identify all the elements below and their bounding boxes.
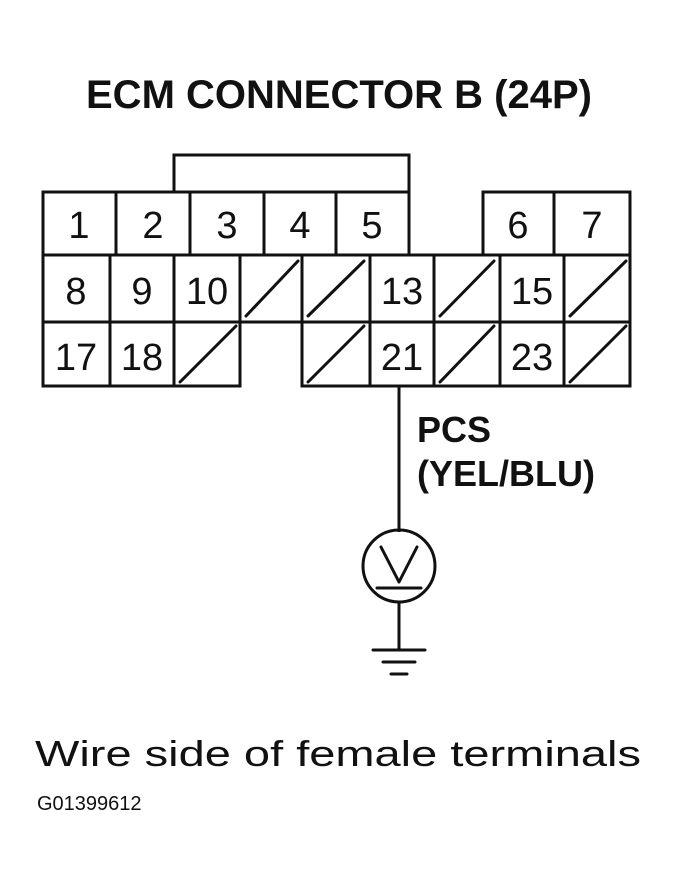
- wire-color-label: (YEL/BLU): [417, 453, 595, 494]
- empty-cavity-14: [438, 259, 496, 318]
- pin-23: 23: [511, 337, 553, 379]
- pin-13: 13: [381, 271, 423, 313]
- empty-cavity-12: [306, 259, 366, 318]
- empty-cavity-24: [568, 324, 628, 384]
- pin-21: 21: [381, 337, 423, 379]
- pin-2: 2: [142, 205, 163, 247]
- pin-10: 10: [186, 271, 228, 313]
- figure-code: G01399612: [37, 793, 142, 815]
- wire-signal-label: PCS: [417, 409, 491, 450]
- pin-9: 9: [131, 271, 152, 313]
- empty-cavity-16: [568, 259, 628, 318]
- empty-cavity-19: [178, 324, 238, 384]
- pin-17: 17: [55, 337, 97, 379]
- connector-body: [41, 153, 632, 388]
- pin-6: 6: [507, 205, 528, 247]
- pin-3: 3: [216, 205, 237, 247]
- caption: Wire side of female terminals: [35, 733, 641, 774]
- empty-cavity-11: [244, 259, 300, 318]
- pin-1: 1: [68, 205, 89, 247]
- pin-15: 15: [511, 271, 553, 313]
- ground-icon: [371, 648, 427, 676]
- pin-4: 4: [289, 205, 310, 247]
- pin-5: 5: [361, 205, 382, 247]
- empty-cavity-20: [306, 324, 366, 384]
- diagram-title: ECM CONNECTOR B (24P): [86, 73, 592, 117]
- empty-cavity-22: [438, 324, 496, 384]
- empty-cavities: [178, 259, 628, 384]
- pin-8: 8: [65, 271, 86, 313]
- pin-labels: 1 2 3 4 5 6 7 8 9 10 13 15 17 18 21 23: [55, 205, 603, 379]
- voltmeter-icon: [361, 528, 437, 604]
- pin-7: 7: [581, 205, 602, 247]
- pin-18: 18: [121, 337, 163, 379]
